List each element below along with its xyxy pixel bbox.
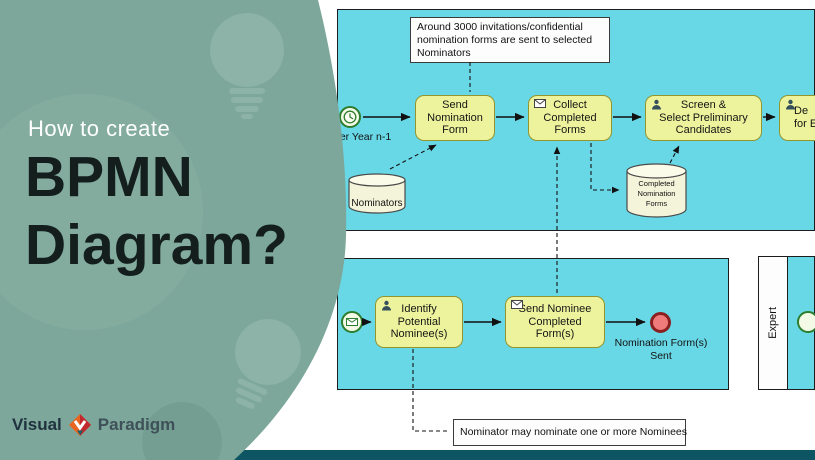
end-event xyxy=(650,312,671,333)
task-collect-completed-forms: Collect Completed Forms xyxy=(528,95,612,141)
datastore-label-line: Completed xyxy=(638,179,675,188)
task-clipped-right: De for Ex xyxy=(779,95,815,141)
annotation-bottom: Nominator may nominate one or more Nomin… xyxy=(453,419,687,446)
lightbulb-top-icon xyxy=(210,13,284,119)
task-label: De for Ex xyxy=(794,105,815,130)
task-label: Identify Potential Nominee(s) xyxy=(390,303,448,341)
task-send-nomination-form: Send Nomination Form xyxy=(415,95,495,141)
expert-start-event xyxy=(797,311,815,333)
task-label: Send Nomination Form xyxy=(427,99,483,137)
datastore-label: Completed Nomination Forms xyxy=(625,179,688,208)
datastore-label-line: Forms xyxy=(645,198,668,208)
datastore-nominators: Nominators xyxy=(347,172,407,214)
visual-paradigm-logo: Visual Paradigm xyxy=(12,413,175,437)
person-icon xyxy=(381,300,392,315)
task-label-line: De xyxy=(794,105,809,118)
timer-start-event xyxy=(339,106,361,128)
task-label-line: for Ex xyxy=(794,118,815,130)
datastore-label-line: Nomination xyxy=(637,188,676,198)
task-label: Screen & Select Preliminary Candidates xyxy=(659,99,748,137)
cylinder-icon xyxy=(626,163,687,218)
task-label: Collect Completed Forms xyxy=(543,99,597,137)
task-send-nominee-completed-forms: Send Nominee Completed Form(s) xyxy=(505,296,605,348)
task-screen-select-candidates: Screen & Select Preliminary Candidates xyxy=(645,95,762,141)
task-identify-potential-nominees: Identify Potential Nominee(s) xyxy=(375,296,463,348)
datastore-completed-forms: Completed Nomination Forms xyxy=(625,162,688,218)
logo-word-visual: Visual xyxy=(12,415,62,434)
envelope-icon xyxy=(511,300,523,313)
envelope-icon xyxy=(534,99,546,112)
end-event-label: Nomination Form(s) Sent xyxy=(614,337,708,362)
datastore-label: Nominators xyxy=(351,198,403,209)
title-line-2: Diagram? xyxy=(25,213,288,277)
lightbulb-bottom-icon xyxy=(235,319,301,410)
kicker-text: How to create xyxy=(28,116,171,141)
pool-expert-band: Expert xyxy=(758,256,788,390)
timer-event-label: ber Year n-1 xyxy=(334,131,392,143)
task-label-line: Screen & xyxy=(680,99,727,112)
clock-icon xyxy=(343,110,357,124)
logo-word-paradigm: Paradigm xyxy=(97,415,176,434)
envelope-icon xyxy=(346,318,358,326)
person-icon xyxy=(785,99,796,114)
decorative-circle xyxy=(0,94,203,330)
lightbulb-faint-icon xyxy=(142,402,222,460)
bottom-accent-bar xyxy=(225,450,815,460)
task-label: Send Nominee Completed Form(s) xyxy=(518,303,592,341)
task-label-line: Candidates xyxy=(675,124,732,137)
cylinder-icon xyxy=(348,173,406,214)
task-label-line: Select Preliminary xyxy=(659,111,748,124)
logo-diamond-icon xyxy=(68,414,91,436)
title-line-1: BPMN xyxy=(25,145,193,209)
annotation-top: Around 3000 invitations/confidential nom… xyxy=(410,17,610,63)
person-icon xyxy=(651,99,662,114)
